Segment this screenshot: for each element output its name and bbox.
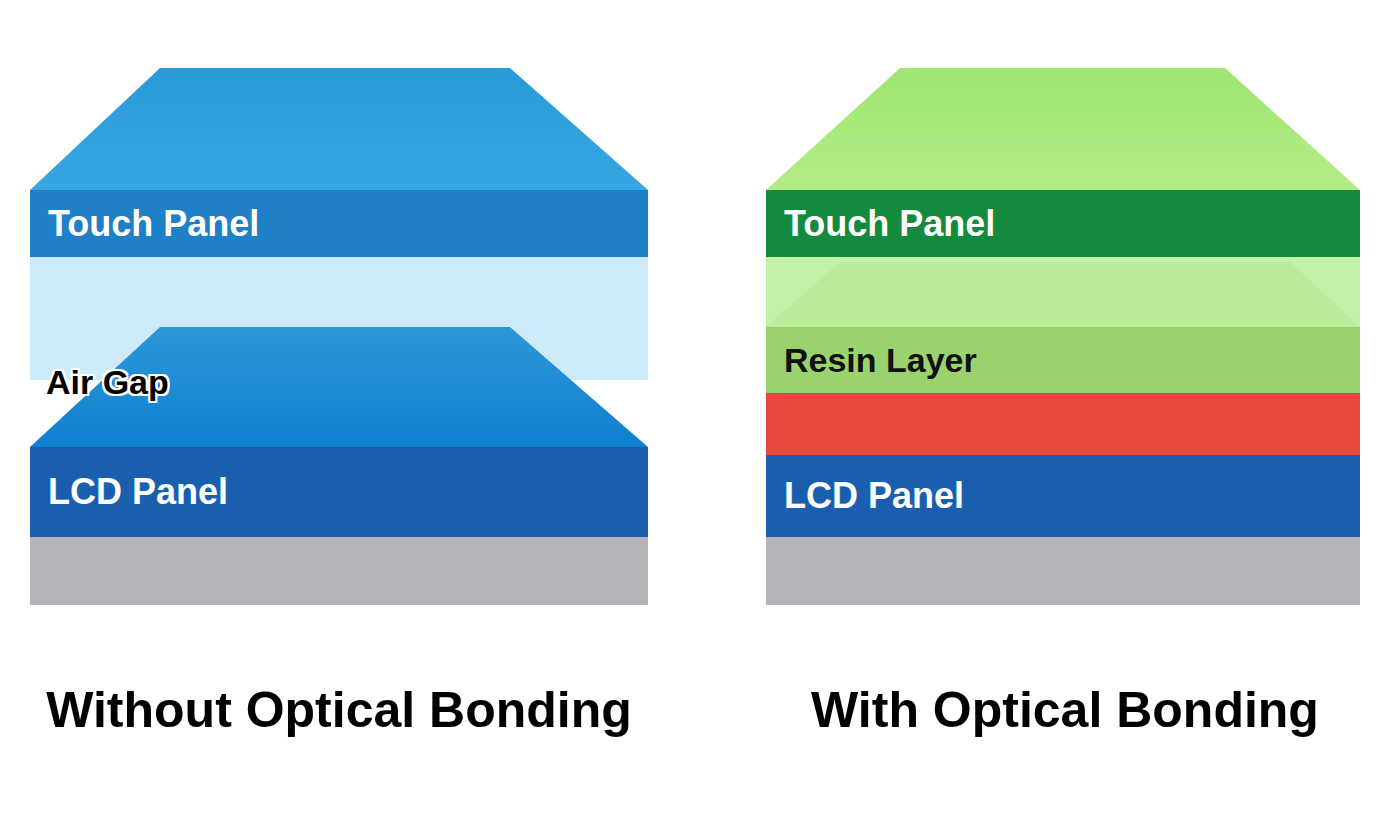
adhesive-band: [766, 393, 1360, 455]
layer-name: LCD Panel: [784, 475, 964, 517]
layer-name: Touch Panel: [48, 203, 259, 245]
caption: Without Optical Bonding: [46, 681, 632, 739]
backlight-base: [30, 537, 648, 605]
lcd-panel-band: LCD Panel: [766, 455, 1360, 537]
backlight-base: [766, 537, 1360, 605]
resin-fill-band: [766, 257, 1360, 327]
lcd-panel-top: [30, 327, 648, 447]
layer-name: Resin Layer: [784, 341, 977, 380]
touch-panel-top: [766, 68, 1360, 190]
layer-name: Touch Panel: [784, 203, 995, 245]
touch-panel-band: Touch Panel: [30, 190, 648, 257]
resin-fill-top: [766, 262, 1360, 327]
resin-layer-band: Resin Layer: [766, 327, 1360, 393]
caption: With Optical Bonding: [811, 681, 1319, 739]
touch-panel-band: Touch Panel: [766, 190, 1360, 257]
layer-name: LCD Panel: [48, 471, 228, 513]
touch-panel-top: [30, 68, 648, 190]
lcd-panel-band: LCD Panel: [30, 447, 648, 537]
air-gap-label: Air Gap: [46, 363, 169, 402]
